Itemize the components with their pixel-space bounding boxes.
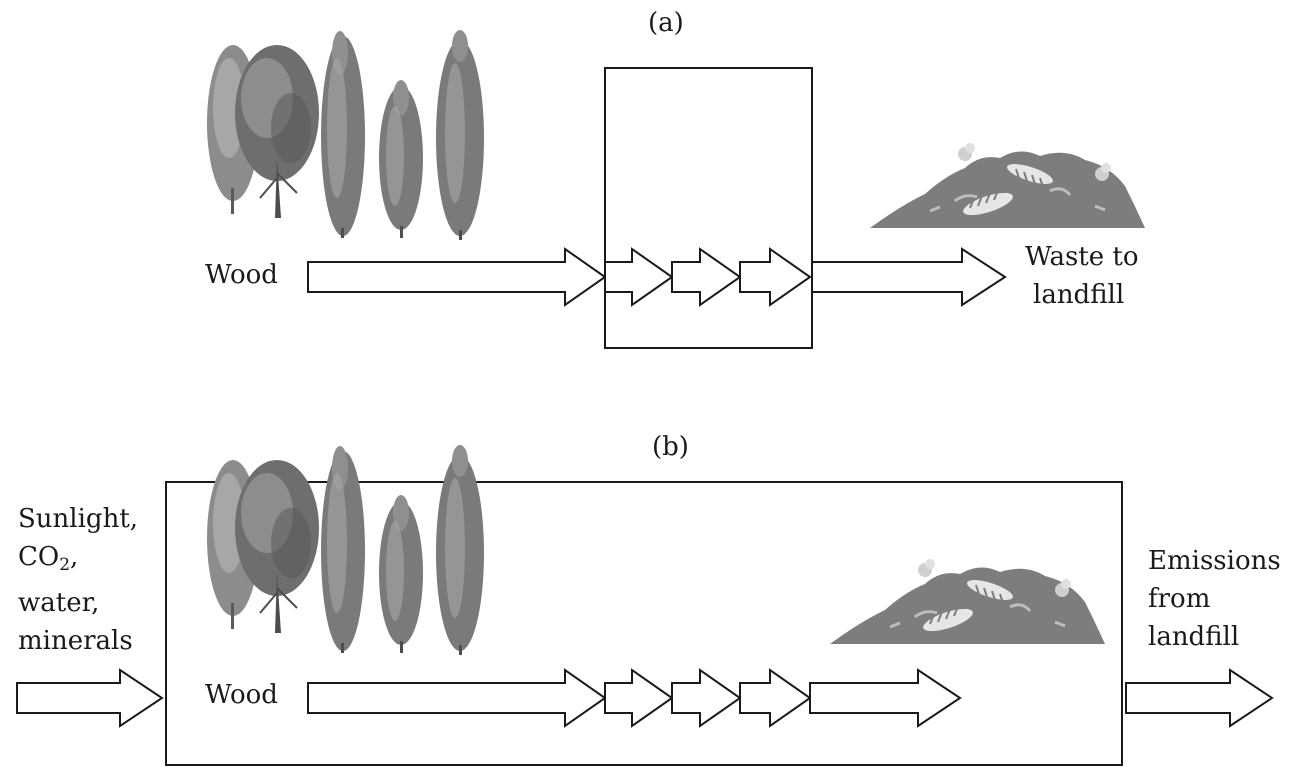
stage-arrow-b-2 (671, 668, 742, 728)
external-input-arrow-b (16, 668, 164, 728)
landfill-illustration-a (868, 141, 1147, 230)
sunlight-co2-water-minerals-label: Sunlight, CO2, water, minerals (18, 504, 139, 656)
wood-label-a: Wood (205, 260, 278, 290)
emissions-from-landfill-label: Emissions from landfill (1148, 546, 1281, 652)
emissions-output-arrow-b (1125, 668, 1274, 728)
wood-flow-arrow-b (307, 668, 607, 728)
panel-a (206, 29, 1147, 349)
process-box-a (604, 67, 813, 349)
trees-illustration-b (206, 444, 485, 656)
landfill-flow-arrow-b (809, 668, 962, 728)
landfill-illustration-b (828, 557, 1107, 646)
panel-b-label: (b) (652, 432, 689, 462)
stage-arrow-b-3 (739, 668, 812, 728)
panel-b (16, 444, 1274, 766)
waste-to-landfill-label: Waste to landfill (1025, 242, 1139, 310)
stage-arrow-a-1 (604, 247, 674, 307)
stage-arrow-a-2 (671, 247, 742, 307)
wood-input-arrow-a (307, 247, 607, 307)
wood-label-b: Wood (205, 680, 278, 710)
trees-illustration-a (206, 29, 485, 241)
stage-arrow-b-1 (604, 668, 674, 728)
system-boundary-box-b (165, 481, 1123, 766)
panel-a-label: (a) (648, 8, 684, 38)
waste-output-arrow-a (811, 247, 1007, 307)
stage-arrow-a-3 (739, 247, 812, 307)
